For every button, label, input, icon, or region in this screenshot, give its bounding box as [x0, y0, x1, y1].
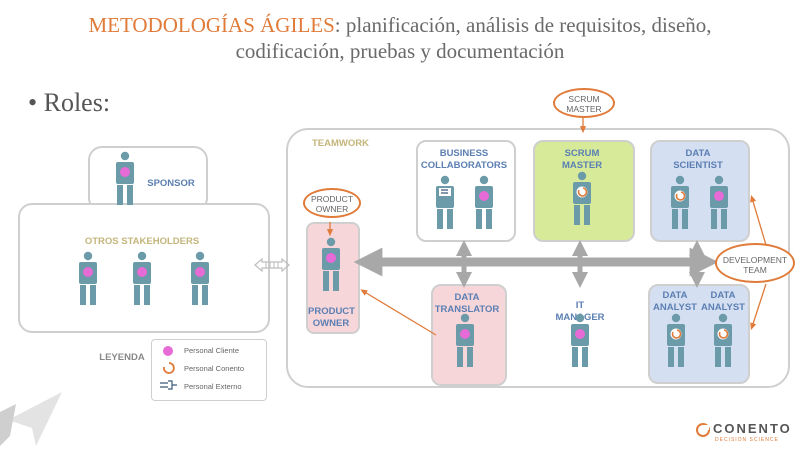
person-data-translator — [456, 313, 474, 367]
business-collaborators-box — [416, 140, 516, 242]
legend-item-client: Personal Cliente — [184, 346, 240, 355]
sponsor-label: SPONSOR — [147, 178, 195, 189]
person-stakeholder-3 — [191, 251, 209, 305]
person-data-analyst-2 — [714, 313, 732, 367]
data-analyst-label-2: DATA ANALYST — [701, 290, 745, 313]
legend-item-conento: Personal Conento — [184, 364, 245, 373]
title-line1: : planificación, análisis de requisitos,… — [334, 13, 712, 37]
data-scientist-label: DATA SCIENTIST — [673, 148, 723, 171]
callout-arrows — [326, 118, 767, 336]
person-stakeholder-2 — [133, 251, 151, 305]
slide-title: METODOLOGÍAS ÁGILES: planificación, anál… — [0, 12, 800, 64]
data-translator-label: DATA TRANSLATOR — [434, 292, 500, 315]
conento-logo-icon — [696, 423, 710, 437]
data-analyst-label-1: DATA ANALYST — [653, 290, 697, 313]
client-dot-icon — [163, 346, 173, 356]
legend-icons — [160, 346, 177, 390]
conento-logo-tagline: DECISION SCIENCE — [715, 437, 779, 443]
roles-bullet: • Roles: — [28, 88, 111, 117]
person-data-scientist-2 — [710, 175, 728, 229]
legend-item-external: Personal Externo — [184, 382, 242, 391]
person-data-analyst-1 — [667, 313, 685, 367]
otros-stakeholders-label: OTROS STAKEHOLDERS — [84, 236, 200, 247]
person-business-client — [475, 175, 493, 229]
title-highlight: METODOLOGÍAS ÁGILES — [88, 13, 335, 37]
title-line2: codificación, pruebas y documentación — [235, 39, 565, 63]
stakeholder-link-arrow — [254, 257, 290, 273]
person-product-owner — [322, 237, 340, 291]
data-scientist-box — [650, 140, 750, 242]
conento-swirl-icon — [163, 362, 175, 374]
legend-title: LEYENDA — [99, 352, 145, 363]
callout-product-owner: PRODUCT OWNER — [303, 188, 361, 218]
person-scrum-master — [573, 171, 591, 225]
scrum-master-label: SCRUM MASTER — [561, 148, 603, 171]
product-owner-label: PRODUCT OWNER — [308, 306, 355, 329]
conento-logo-text: CONENTO — [713, 421, 792, 436]
business-collaborators-label: BUSINESS COLLABORATORS — [420, 148, 508, 171]
person-stakeholder-1 — [79, 251, 97, 305]
person-sponsor — [116, 151, 134, 205]
callout-development-team: DEVELOPMENT TEAM — [715, 243, 795, 283]
connector-bus — [353, 239, 719, 289]
teamwork-label: TEAMWORK — [312, 138, 369, 149]
person-it-manager — [571, 313, 589, 367]
data-analyst-box — [648, 284, 750, 384]
corner-arrow-logo — [0, 392, 62, 446]
person-data-scientist-1 — [671, 175, 689, 229]
external-plug-icon — [160, 380, 177, 390]
person-business-external — [436, 175, 454, 229]
callout-scrum-master: SCRUM MASTER — [553, 88, 615, 118]
sponsor-box — [88, 146, 208, 212]
